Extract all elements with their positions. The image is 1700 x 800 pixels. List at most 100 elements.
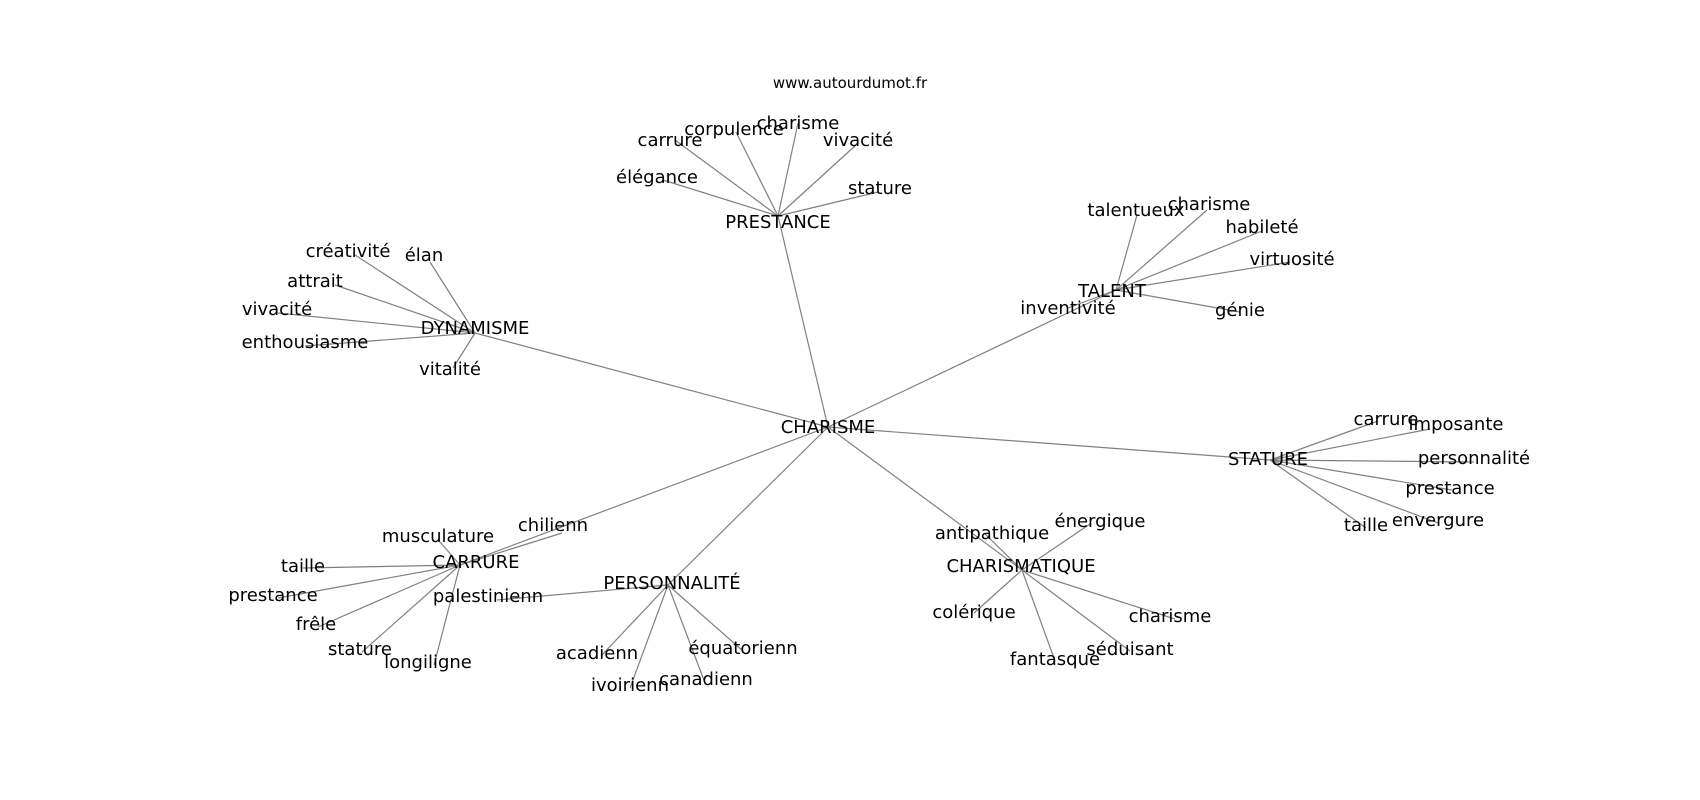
- edge-prestance_h-p_charisme: [777, 122, 799, 217]
- edge-stature_h-s_envergure: [1269, 459, 1439, 524]
- edge-talent_h-t_genie: [1115, 289, 1241, 313]
- word-node-t-virtuosite[interactable]: virtuosité: [1249, 249, 1334, 270]
- word-node-p-elegance[interactable]: élégance: [616, 167, 698, 188]
- word-node-d-elan[interactable]: élan: [405, 245, 444, 266]
- edge-charisme_c-carrure_h: [459, 426, 829, 566]
- edge-prestance_h-p_carrure: [674, 139, 779, 217]
- word-node-t-habilete[interactable]: habileté: [1225, 217, 1298, 238]
- word-node-s-taille[interactable]: taille: [1344, 515, 1388, 536]
- edge-charismatique_h-ch_colerique: [973, 569, 1023, 614]
- edge-stature_h-s_taille: [1269, 459, 1367, 529]
- word-node-c-musculature[interactable]: musculature: [382, 526, 494, 547]
- word-node-p-stature[interactable]: stature: [848, 178, 912, 199]
- word-node-p-vivacite[interactable]: vivacité: [823, 130, 893, 151]
- word-node-pe-equatorienn[interactable]: équatorienn: [688, 638, 797, 659]
- word-node-c-taille[interactable]: taille: [281, 556, 325, 577]
- word-node-pe-palestinienn[interactable]: palestinienn: [433, 586, 543, 607]
- hub-node-prestance-h[interactable]: PRESTANCE: [725, 212, 830, 233]
- word-node-t-charisme[interactable]: charisme: [1168, 194, 1251, 215]
- edge-charismatique_h-ch_antipathique: [984, 533, 1023, 571]
- word-node-pe-canadienn[interactable]: canadienn: [659, 669, 753, 690]
- edge-stature_h-s_imposante: [1269, 428, 1431, 461]
- edge-talent_h-t_talentueux: [1115, 214, 1138, 291]
- edge-talent_h-t_charisme: [1115, 209, 1208, 291]
- word-node-ch-antipathique[interactable]: antipathique: [935, 523, 1049, 544]
- edge-charisme_c-stature_h: [827, 426, 1271, 461]
- word-node-c-prestance[interactable]: prestance: [228, 585, 317, 606]
- edge-prestance_h-p_vivacite: [777, 144, 857, 217]
- word-node-ch-seduisant[interactable]: séduisant: [1086, 639, 1173, 660]
- hub-node-charismatique-h[interactable]: CHARISMATIQUE: [946, 556, 1095, 577]
- edge-dynamisme_h-d_attrait: [334, 284, 476, 334]
- word-node-s-prestance[interactable]: prestance: [1405, 478, 1494, 499]
- edge-personnalite_h-pe_canadienn: [667, 584, 706, 684]
- edge-talent_h-t_virtuosite: [1115, 261, 1291, 291]
- word-node-p-corpulence[interactable]: corpulence: [684, 119, 784, 140]
- word-node-c-longiligne[interactable]: longiligne: [384, 652, 472, 673]
- word-node-s-carrure[interactable]: carrure: [1354, 409, 1419, 430]
- edge-dynamisme_h-d_vivacite: [277, 312, 476, 334]
- hub-node-personnalite-h[interactable]: PERSONNALITÉ: [603, 572, 740, 594]
- word-node-ch-fantasque[interactable]: fantasque: [1010, 649, 1100, 670]
- edge-personnalite_h-pe_ivoirienn: [629, 584, 669, 689]
- edge-personnalite_h-pe_equatorienn: [667, 584, 744, 652]
- word-node-d-creativite[interactable]: créativité: [306, 241, 391, 262]
- word-node-d-vivacite[interactable]: vivacité: [242, 299, 312, 320]
- edge-dynamisme_h-d_creativite: [354, 254, 476, 334]
- word-node-t-genie[interactable]: génie: [1215, 300, 1265, 321]
- edge-carrure_h-c_stature: [361, 564, 461, 653]
- edge-charisme_c-prestance_h: [777, 215, 829, 428]
- word-node-d-vitalite[interactable]: vitalité: [419, 359, 481, 380]
- edge-charismatique_h-ch_energique: [1021, 523, 1091, 571]
- word-node-t-talentueux[interactable]: talentueux: [1087, 200, 1185, 221]
- hub-node-stature-h[interactable]: STATURE: [1228, 449, 1308, 470]
- edge-dynamisme_h-d_enthousiasme: [304, 332, 476, 347]
- edge-charismatique_h-ch_seduisant: [1021, 569, 1131, 652]
- word-node-d-attrait[interactable]: attrait: [287, 271, 343, 292]
- edge-dynamisme_h-d_vitalite: [452, 332, 476, 369]
- edge-stature_h-s_personnalite: [1269, 459, 1475, 463]
- graph-labels: CHARISME PRESTANCE DYNAMISME TALENT STATURE C…: [228, 113, 1530, 696]
- edge-stature_h-s_prestance: [1269, 459, 1453, 491]
- edge-talent_h-t_habilete: [1115, 230, 1263, 291]
- word-node-ch-charisme[interactable]: charisme: [1129, 606, 1212, 627]
- graph-edges: [277, 122, 1475, 689]
- hub-node-talent-h[interactable]: TALENT: [1077, 281, 1147, 302]
- word-node-c-frele[interactable]: frêle: [296, 614, 337, 635]
- edge-personnalite_h-pe_acadienn: [600, 584, 669, 657]
- edge-charisme_c-talent_h: [827, 289, 1117, 428]
- edge-charismatique_h-ch_charisme: [1021, 569, 1176, 620]
- word-node-c-stature[interactable]: stature: [328, 639, 392, 660]
- word-node-ch-colerique[interactable]: colérique: [932, 602, 1015, 623]
- word-node-t-inventivite[interactable]: inventivité: [1020, 298, 1115, 319]
- edge-charisme_c-dynamisme_h: [474, 332, 829, 428]
- edge-dynamisme_h-d_elan: [429, 261, 476, 334]
- edge-carrure_h-c_musculature: [439, 541, 461, 566]
- word-node-c-chilienn[interactable]: chilienn: [518, 515, 588, 536]
- edge-prestance_h-p_elegance: [662, 179, 779, 217]
- word-node-ch-energique[interactable]: énergique: [1055, 511, 1146, 532]
- edge-talent_h-t_inventivite: [1067, 289, 1117, 309]
- word-node-pe-ivoirienn[interactable]: ivoirienn: [591, 675, 669, 696]
- edge-charisme_c-charismatique_h: [827, 426, 1023, 571]
- word-node-p-carrure[interactable]: carrure: [638, 130, 703, 151]
- word-node-d-enthousiasme[interactable]: enthousiasme: [242, 332, 369, 353]
- site-watermark: www.autourdumot.fr: [773, 74, 928, 92]
- hub-node-charisme-c[interactable]: CHARISME: [781, 417, 876, 438]
- edge-carrure_h-c_longiligne: [433, 564, 461, 666]
- hub-node-dynamisme-h[interactable]: DYNAMISME: [421, 318, 530, 339]
- edge-carrure_h-c_prestance: [277, 564, 461, 599]
- word-node-p-charisme[interactable]: charisme: [757, 113, 840, 134]
- edge-prestance_h-p_stature: [777, 191, 879, 217]
- edge-charismatique_h-ch_fantasque: [1021, 569, 1056, 662]
- edge-carrure_h-c_frele: [317, 564, 461, 628]
- hub-node-carrure-h[interactable]: CARRURE: [433, 552, 520, 573]
- edge-stature_h-s_carrure: [1269, 420, 1379, 461]
- word-node-pe-acadienn[interactable]: acadienn: [556, 643, 638, 664]
- word-node-s-personnalite[interactable]: personnalité: [1418, 448, 1530, 469]
- word-node-s-envergure[interactable]: envergure: [1392, 510, 1484, 531]
- edge-personnalite_h-pe_palestinienn: [496, 584, 669, 601]
- edge-prestance_h-p_corpulence: [735, 131, 779, 217]
- word-node-s-imposante[interactable]: imposante: [1409, 414, 1504, 435]
